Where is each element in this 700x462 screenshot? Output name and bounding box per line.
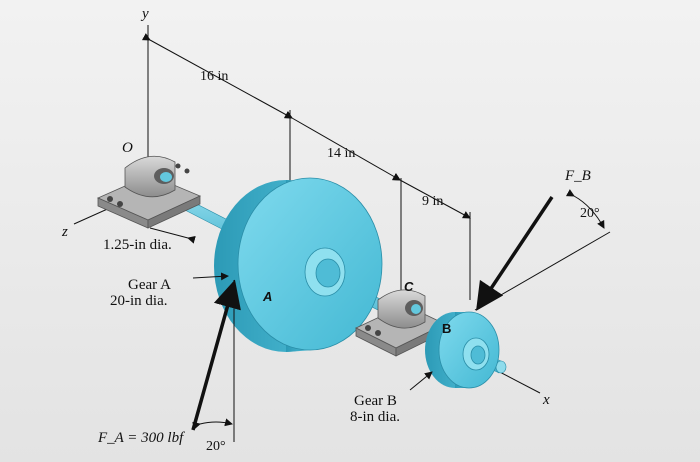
dim-line-16in bbox=[141, 33, 293, 119]
force-fb bbox=[474, 189, 611, 311]
x-axis-label: x bbox=[542, 392, 550, 408]
force-fa bbox=[191, 279, 241, 442]
dim-line-14in bbox=[283, 111, 401, 181]
leader-lines bbox=[149, 227, 433, 391]
origin-label: O bbox=[122, 140, 133, 156]
force-fb-label: F_B bbox=[564, 168, 591, 184]
dimension-lines bbox=[141, 33, 471, 300]
force-fb-angle: 20° bbox=[580, 206, 600, 221]
gear-b-body bbox=[425, 311, 500, 389]
dim-line-9in bbox=[391, 173, 471, 219]
gear-a-body bbox=[214, 177, 383, 352]
gear-a-diameter: 20-in dia. bbox=[110, 293, 168, 309]
gear-b-letter: B bbox=[442, 321, 451, 336]
gear-b-diameter: 8-in dia. bbox=[350, 409, 400, 425]
gear-b-name: Gear B bbox=[354, 393, 397, 409]
y-axis-label: y bbox=[140, 6, 149, 22]
force-fa-angle: 20° bbox=[206, 439, 226, 454]
shaft-diameter-label: 1.25-in dia. bbox=[103, 237, 172, 253]
bearing-o bbox=[97, 155, 201, 229]
z-axis-label: z bbox=[61, 224, 68, 240]
gear-a-letter: A bbox=[262, 289, 272, 304]
force-fa-label: F_A = 300 lbf bbox=[97, 430, 185, 446]
dimension-16in: 16 in bbox=[200, 69, 228, 84]
dimension-14in: 14 in bbox=[327, 146, 355, 161]
gear-a-name: Gear A bbox=[128, 277, 171, 293]
bearing-c-letter: C bbox=[404, 279, 414, 294]
dimension-9in: 9 in bbox=[422, 194, 443, 209]
